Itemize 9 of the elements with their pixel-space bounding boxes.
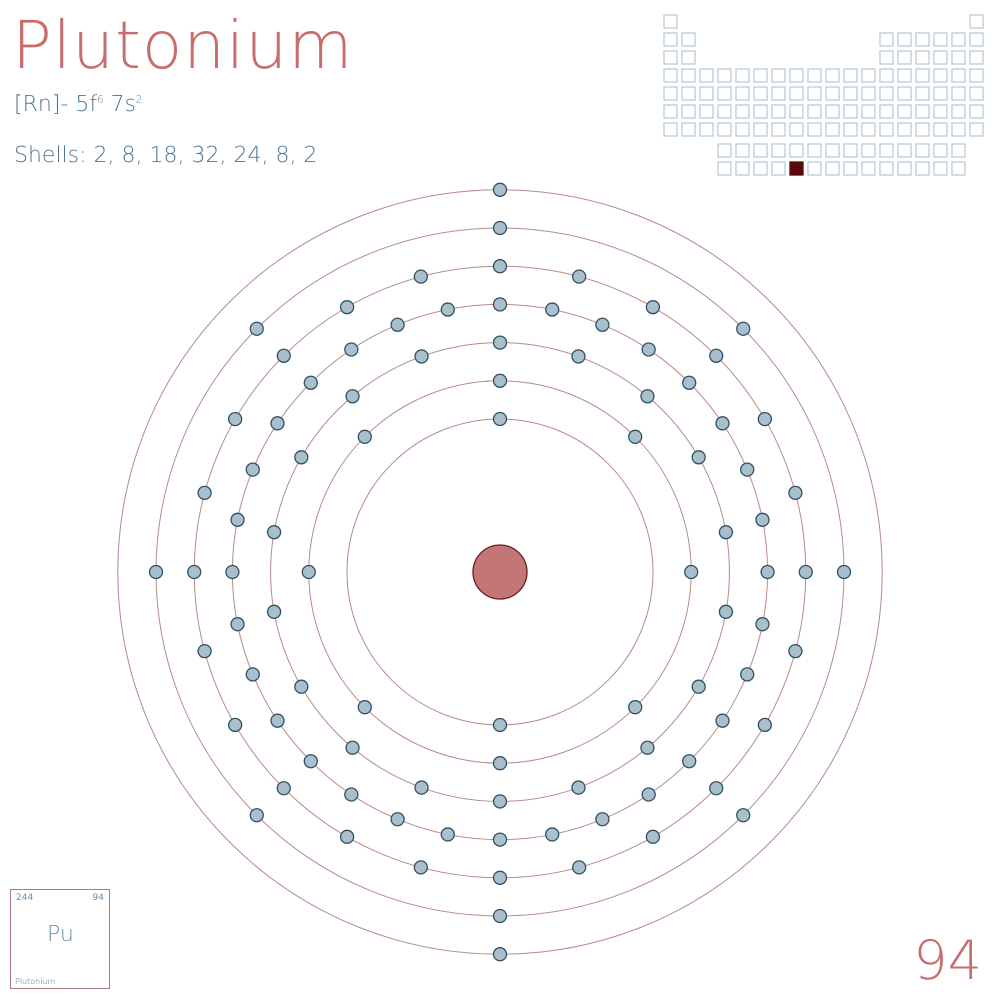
element-tile [10,889,110,989]
atomic-mass: 244 [16,893,34,903]
atomic-number: 94 [92,893,104,903]
electron-configuration: [Rn]- 5f$^{6}$ 7s$^{2}$ [14,92,142,117]
element-symbol: Pu [47,922,74,947]
shells-text: Shells: 2, 8, 18, 32, 24, 8, 2 [14,143,318,168]
element-name: Plutonium [15,977,56,986]
element-name-title: Plutonium [12,6,354,86]
atomic-number: 94 [913,929,982,992]
